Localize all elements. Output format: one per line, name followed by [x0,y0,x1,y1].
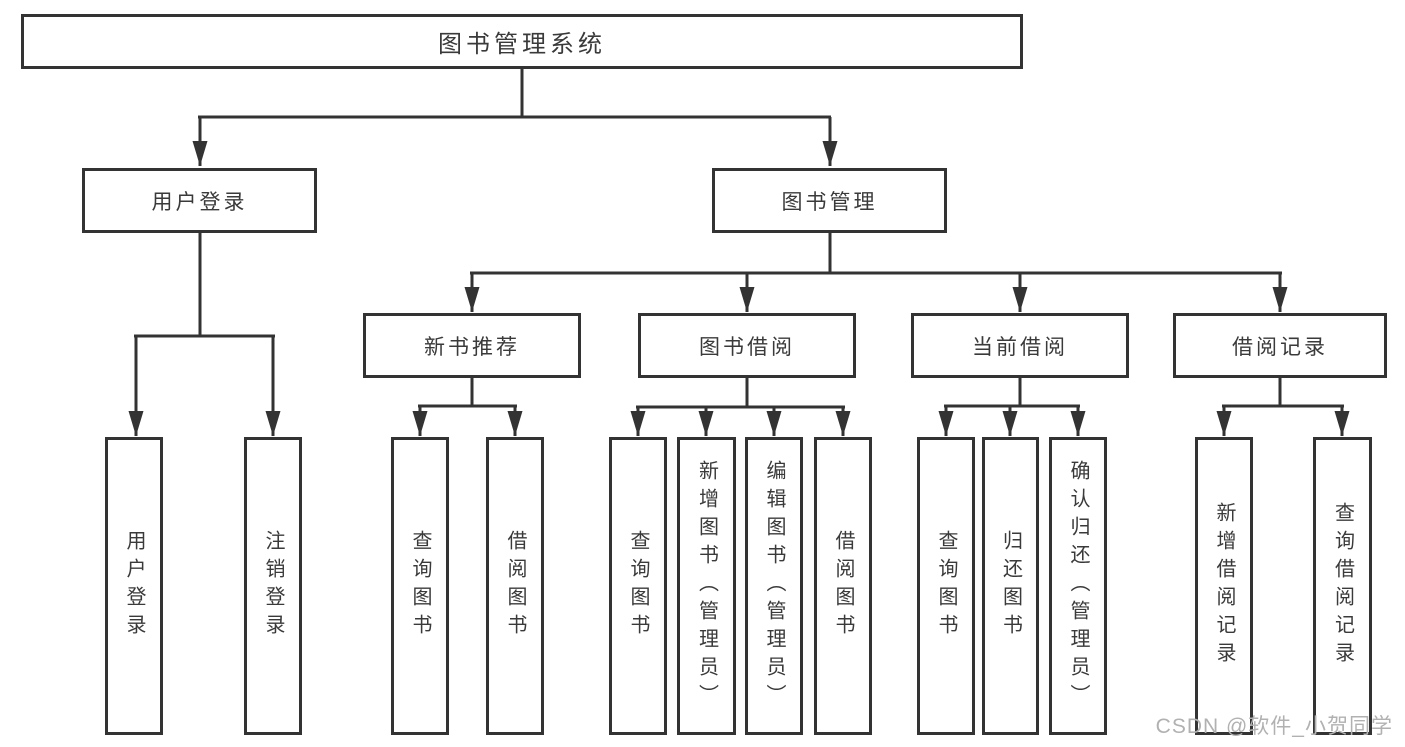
leaf-return-books: 归还图书 [982,437,1039,735]
leaf-borrow-books-2-label: 借阅图书 [832,530,854,642]
leaf-query-books-1: 查询图书 [391,437,449,735]
node-borrow-records-label: 借阅记录 [1232,335,1328,359]
leaf-edit-books-admin-label: 编辑图书（管理员） [763,460,785,712]
node-book-borrow: 图书借阅 [638,313,856,378]
leaf-logout: 注销登录 [244,437,302,735]
leaf-borrow-books-1-label: 借阅图书 [504,530,526,642]
node-library-system-label: 图书管理系统 [438,31,606,58]
node-new-book-recommend: 新书推荐 [363,313,581,378]
node-borrow-records: 借阅记录 [1173,313,1387,378]
node-user-login-label: 用户登录 [151,190,248,214]
leaf-user-login-label: 用户登录 [123,530,145,642]
node-library-system: 图书管理系统 [21,14,1023,69]
leaf-add-borrow-record-label: 新增借阅记录 [1213,502,1235,670]
node-book-borrow-label: 图书借阅 [699,335,795,359]
leaf-confirm-return-admin-label: 确认归还（管理员） [1067,460,1089,712]
node-current-borrow: 当前借阅 [911,313,1129,378]
leaf-query-borrow-record-label: 查询借阅记录 [1331,502,1354,670]
node-book-management: 图书管理 [712,168,947,233]
leaf-add-books-admin: 新增图书（管理员） [677,437,736,735]
leaf-edit-books-admin: 编辑图书（管理员） [745,437,803,735]
node-user-login: 用户登录 [82,168,317,233]
leaf-borrow-books-1: 借阅图书 [486,437,544,735]
leaf-query-borrow-record: 查询借阅记录 [1313,437,1372,735]
leaf-borrow-books-2: 借阅图书 [814,437,872,735]
leaf-query-books-3-label: 查询图书 [935,530,957,642]
node-current-borrow-label: 当前借阅 [972,335,1068,359]
node-new-book-recommend-label: 新书推荐 [424,335,520,359]
leaf-add-borrow-record: 新增借阅记录 [1195,437,1253,735]
leaf-return-books-label: 归还图书 [999,530,1022,642]
csdn-watermark: CSDN @软件_小贺同学 [1155,715,1393,738]
leaf-confirm-return-admin: 确认归还（管理员） [1049,437,1107,735]
leaf-query-books-2: 查询图书 [609,437,667,735]
leaf-add-books-admin-label: 新增图书（管理员） [695,460,718,712]
leaf-query-books-2-label: 查询图书 [627,530,649,642]
leaf-query-books-1-label: 查询图书 [409,530,431,642]
leaf-user-login: 用户登录 [105,437,163,735]
node-book-management-label: 图书管理 [781,190,878,214]
leaf-query-books-3: 查询图书 [917,437,975,735]
leaf-logout-label: 注销登录 [262,530,284,642]
